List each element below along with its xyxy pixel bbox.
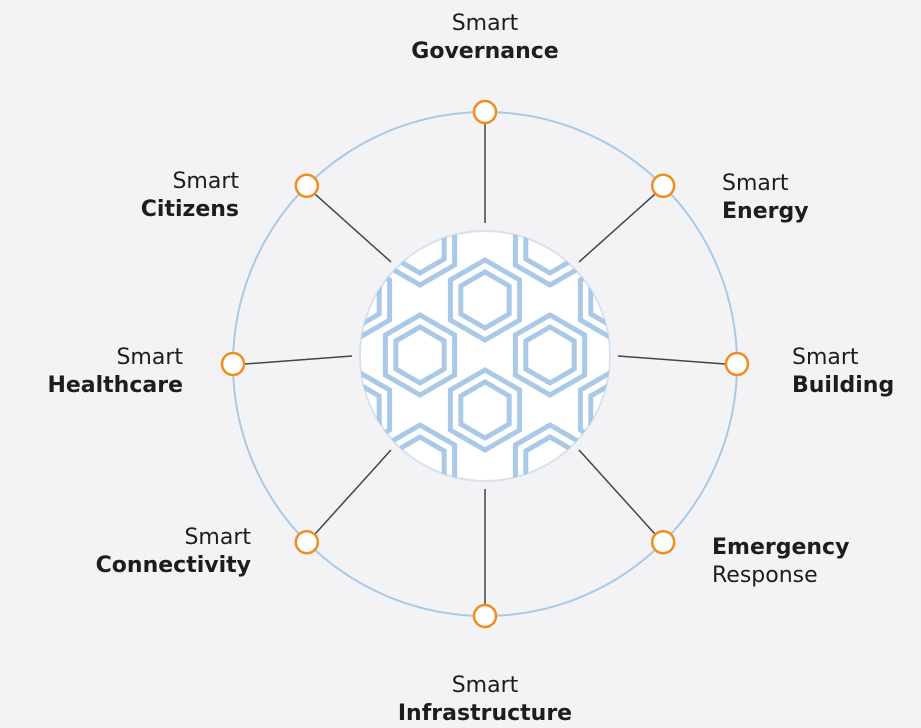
label-emergency-line1: Emergency: [712, 535, 850, 560]
label-citizens-line2: Citizens: [140, 197, 239, 222]
node-dot-energy: [650, 173, 676, 199]
label-connectivity-line1: Smart: [184, 525, 251, 550]
label-emergency-line2: Response: [712, 563, 818, 588]
node-markers: [220, 99, 750, 629]
connector-connectivity: [314, 449, 392, 535]
label-energy-line1: Smart: [722, 171, 789, 196]
connector-emergency: [578, 449, 656, 535]
connector-healthcare: [244, 355, 353, 365]
label-energy-line2: Energy: [722, 199, 809, 224]
label-emergency-response: Emergency Response: [712, 534, 849, 590]
connector-citizens: [314, 193, 392, 263]
label-citizens-line1: Smart: [172, 169, 239, 194]
label-connectivity-line2: Connectivity: [95, 553, 251, 578]
node-dot-emergency: [650, 529, 676, 555]
node-dot-governance: [472, 99, 498, 125]
hub-circle: [359, 230, 611, 482]
label-energy: Smart Energy: [722, 170, 809, 226]
label-healthcare-line2: Healthcare: [47, 373, 183, 398]
label-healthcare-line1: Smart: [116, 345, 183, 370]
label-infrastructure-line1: Smart: [451, 673, 519, 698]
label-citizens: Smart Citizens: [141, 168, 239, 224]
label-building: Smart Building: [792, 344, 894, 400]
node-dot-infrastructure: [472, 603, 498, 629]
connectors: [244, 124, 726, 604]
label-building-line1: Smart: [792, 345, 859, 370]
label-governance-line2: Governance: [411, 39, 559, 64]
node-dot-building: [724, 351, 750, 377]
label-healthcare: Smart Healthcare: [47, 344, 183, 400]
connector-building: [617, 355, 726, 365]
node-dot-healthcare: [220, 351, 246, 377]
node-dot-connectivity: [294, 529, 320, 555]
label-infrastructure: Smart Infrastructure: [360, 672, 610, 728]
connector-energy: [578, 193, 656, 263]
label-governance-line1: Smart: [451, 11, 519, 36]
label-building-line2: Building: [792, 373, 895, 398]
node-dot-citizens: [294, 173, 320, 199]
label-infrastructure-line2: Infrastructure: [397, 701, 573, 726]
label-governance: Smart Governance: [370, 10, 600, 66]
label-connectivity: Smart Connectivity: [96, 524, 251, 580]
